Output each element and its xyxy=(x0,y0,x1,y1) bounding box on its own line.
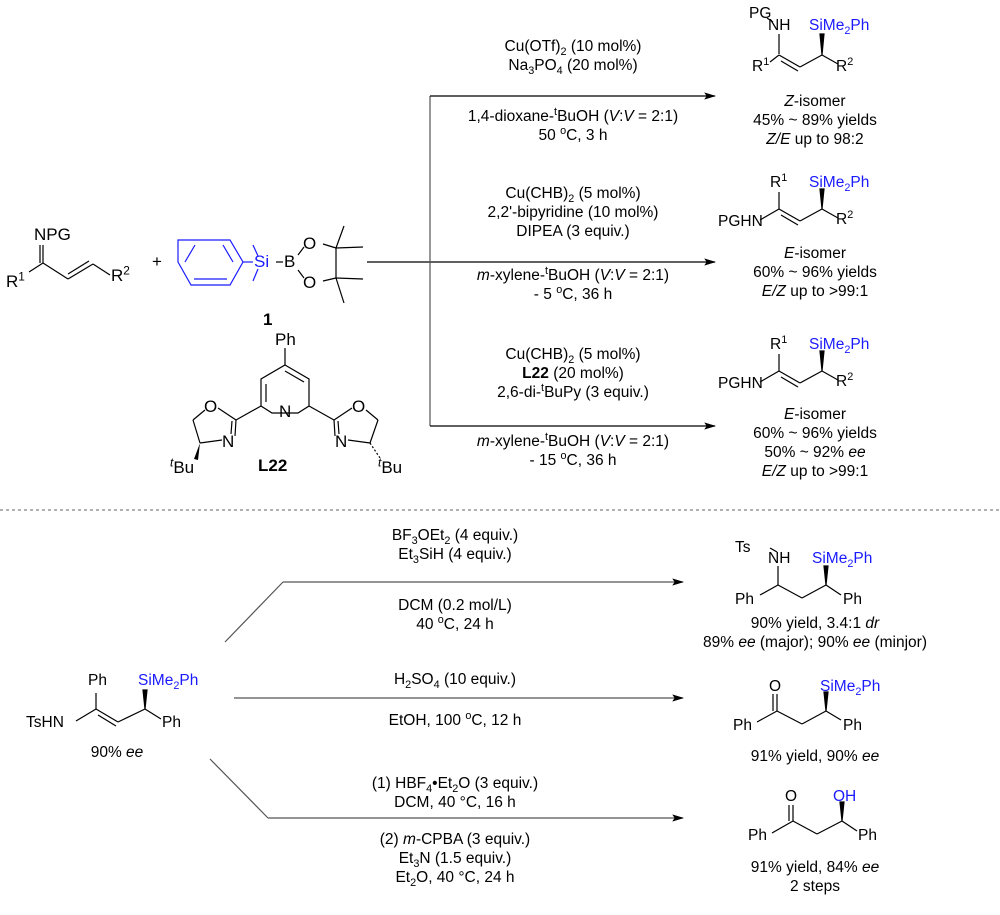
atom-pghn: PGHN xyxy=(718,213,763,230)
product-ketone-results: 91% yield, 90% ee xyxy=(750,748,880,765)
reduction-conditions-below: DCM (0.2 mol/L)40 oC, 24 h xyxy=(398,597,512,633)
atom-pg: PG xyxy=(749,5,772,22)
wedge-bond xyxy=(819,33,825,56)
atom-silyl: SiMe2Ph xyxy=(138,672,199,693)
product-reduction-structure xyxy=(759,547,842,599)
atom-r1: R1 xyxy=(752,55,770,75)
atom-r1: R1 xyxy=(770,333,788,353)
substrate-structure xyxy=(28,245,111,280)
conditions-1-below: 1,4-dioxane-tBuOH (V:V = 2:1)50 oC, 3 h xyxy=(467,105,679,144)
conditions-1-above: Cu(OTf)2 (10 mol%)Na3PO4 (20 mol%) xyxy=(504,38,642,78)
atom-npg: NPG xyxy=(34,225,71,244)
product-z-structure xyxy=(766,17,839,72)
atom-n-right: N xyxy=(335,432,348,451)
atom-r1: R1 xyxy=(770,171,788,191)
start-ee: 90% ee xyxy=(90,744,144,761)
atom-o-top: O xyxy=(303,234,317,253)
atom-ph-right: Ph xyxy=(843,717,862,734)
atom-oh: OH xyxy=(833,788,857,805)
atom-silyl: SiMe2Ph xyxy=(809,174,870,195)
atom-o: O xyxy=(769,678,782,695)
hydrolysis-conditions-above: H2SO4 (10 equiv.) xyxy=(393,671,517,692)
reduction-conditions-above: BF3OEt2 (4 equiv.)Et3SiH (4 equiv.) xyxy=(391,527,519,567)
atom-silyl: SiMe2Ph xyxy=(809,17,870,38)
wedge-bond xyxy=(819,350,825,372)
atom-tshn: TsHN xyxy=(26,714,64,731)
atom-r2: R2 xyxy=(836,55,854,75)
atom-b: B xyxy=(284,252,296,271)
ligand-name: L22 xyxy=(258,456,288,475)
product-e-structure xyxy=(759,192,839,226)
atom-o-bottom: O xyxy=(303,273,317,292)
conditions-2-below: m-xylene-tBuOH (V:V = 2:1)- 5 oC, 36 h xyxy=(476,264,670,303)
atom-si: Si xyxy=(254,252,270,271)
atom-nh: NH xyxy=(768,550,791,567)
conditions-2-above: Cu(CHB)2 (5 mol%)2,2'-bipyridine (10 mol… xyxy=(487,185,659,240)
atom-ph: Ph xyxy=(275,330,296,349)
atom-o-right: O xyxy=(352,397,366,416)
reagent-1-structure xyxy=(177,225,364,304)
atom-ph-right: Ph xyxy=(162,714,181,731)
atom-silyl: SiMe2Ph xyxy=(812,550,873,571)
atom-ph-right: Ph xyxy=(843,591,862,608)
atom-n-pyridine: N xyxy=(279,402,292,421)
benzene-ring xyxy=(177,239,244,286)
atom-ph-left: Ph xyxy=(748,827,767,844)
product-ketone-structure xyxy=(756,694,842,725)
wedge-bond xyxy=(194,443,200,460)
atom-silyl: SiMe2Ph xyxy=(820,678,881,699)
atom-ts: Ts xyxy=(735,539,751,556)
atom-r1: R1 xyxy=(6,269,25,291)
product-alcohol-structure xyxy=(771,805,858,835)
atom-silyl: SiMe2Ph xyxy=(809,336,870,357)
plus-sign: + xyxy=(152,252,162,271)
atom-ph-right: Ph xyxy=(858,827,877,844)
atom-pghn: PGHN xyxy=(718,375,763,392)
start-material-structure xyxy=(75,693,162,727)
atom-nh: NH xyxy=(768,17,791,34)
compound-number-1: 1 xyxy=(263,310,273,329)
atom-ph-left: Ph xyxy=(735,591,754,608)
derivatization-arrows xyxy=(209,578,685,822)
wedge-bond xyxy=(839,801,845,822)
atom-r2: R2 xyxy=(836,208,854,228)
atom-r2: R2 xyxy=(111,263,130,285)
atom-tbu-left: tBu xyxy=(170,455,195,477)
branched-reaction-arrows xyxy=(367,92,717,430)
wedge-bond xyxy=(823,691,829,712)
hydrolysis-conditions-below: EtOH, 100 oC, 12 h xyxy=(388,709,522,729)
atom-ph-left: Ph xyxy=(733,717,752,734)
atom-r2: R2 xyxy=(836,370,854,390)
ligand-l22-structure xyxy=(192,348,381,459)
wedge-bond xyxy=(819,188,825,210)
conditions-3-below: m-xylene-tBuOH (V:V = 2:1)- 15 oC, 36 h xyxy=(476,430,670,469)
oxidation-conditions-above: (1) HBF4•Et2O (3 equiv.)DCM, 40 °C, 16 h xyxy=(371,775,539,811)
product-e-chiral-structure xyxy=(759,354,839,388)
atom-o: O xyxy=(785,788,798,805)
oxidation-conditions-below: (2) m-CPBA (3 equiv.)Et3N (1.5 equiv.)Et… xyxy=(379,831,531,890)
atom-ph-top: Ph xyxy=(88,672,107,689)
atom-n-left: N xyxy=(222,432,235,451)
atom-o-left: O xyxy=(204,397,218,416)
wedge-bond xyxy=(142,689,148,710)
atom-tbu-right: tBu xyxy=(378,455,403,477)
conditions-3-above: Cu(CHB)2 (5 mol%)L22 (20 mol%)2,6-di-tBu… xyxy=(497,346,649,401)
wedge-bond xyxy=(823,565,829,586)
